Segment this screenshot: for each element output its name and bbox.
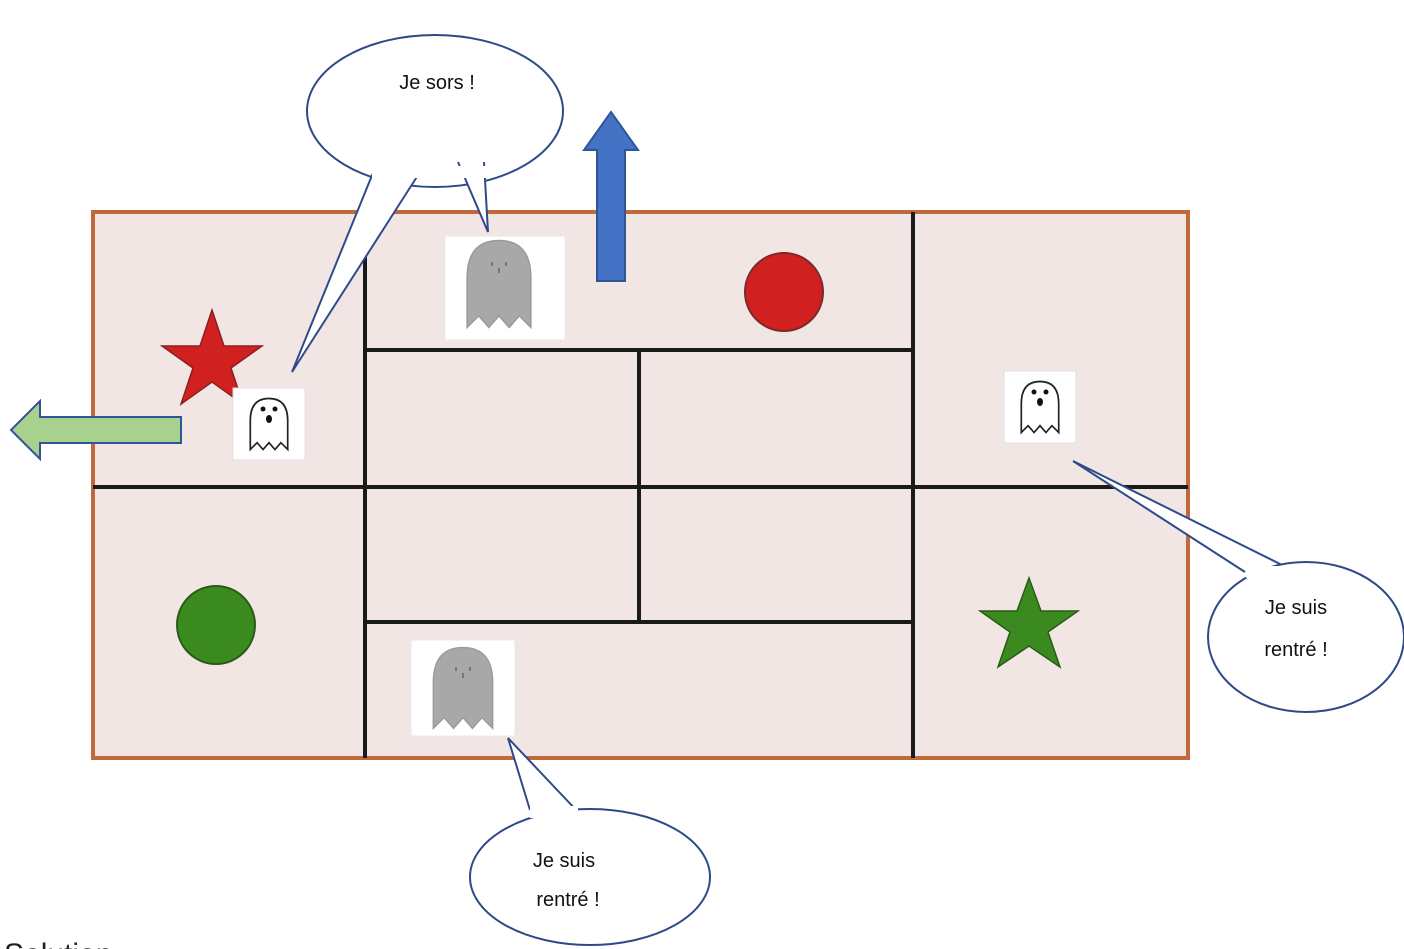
- red-star-icon: [159, 307, 265, 406]
- up-arrow-icon: [582, 110, 640, 282]
- left-arrow-icon: [9, 398, 182, 462]
- board-grid: [93, 212, 1188, 758]
- bubble-bottom-line1: Je suis: [533, 850, 595, 872]
- solution-caption: Solution: [4, 938, 112, 949]
- ghost-white-left: [232, 387, 306, 461]
- speech-bubble-right: Je suis rentré !: [1072, 460, 1404, 713]
- bubble-right-line2: rentré !: [1264, 639, 1327, 661]
- bubble-bottom-line2: rentré !: [536, 889, 599, 911]
- bubble-top-text: Je sors !: [399, 72, 475, 94]
- green-circle-icon: [176, 585, 256, 665]
- bubble-right-line1: Je suis: [1265, 597, 1327, 619]
- ghost-grey-bottom: [410, 639, 516, 737]
- speech-bubble-bottom: Je suis rentré !: [469, 737, 711, 946]
- ghost-grey-top: [444, 235, 566, 341]
- ghost-white-right: [1003, 370, 1077, 444]
- red-circle-icon: [744, 252, 824, 332]
- speech-bubble-top: Je sors !: [291, 34, 564, 373]
- green-star-icon: [977, 575, 1081, 669]
